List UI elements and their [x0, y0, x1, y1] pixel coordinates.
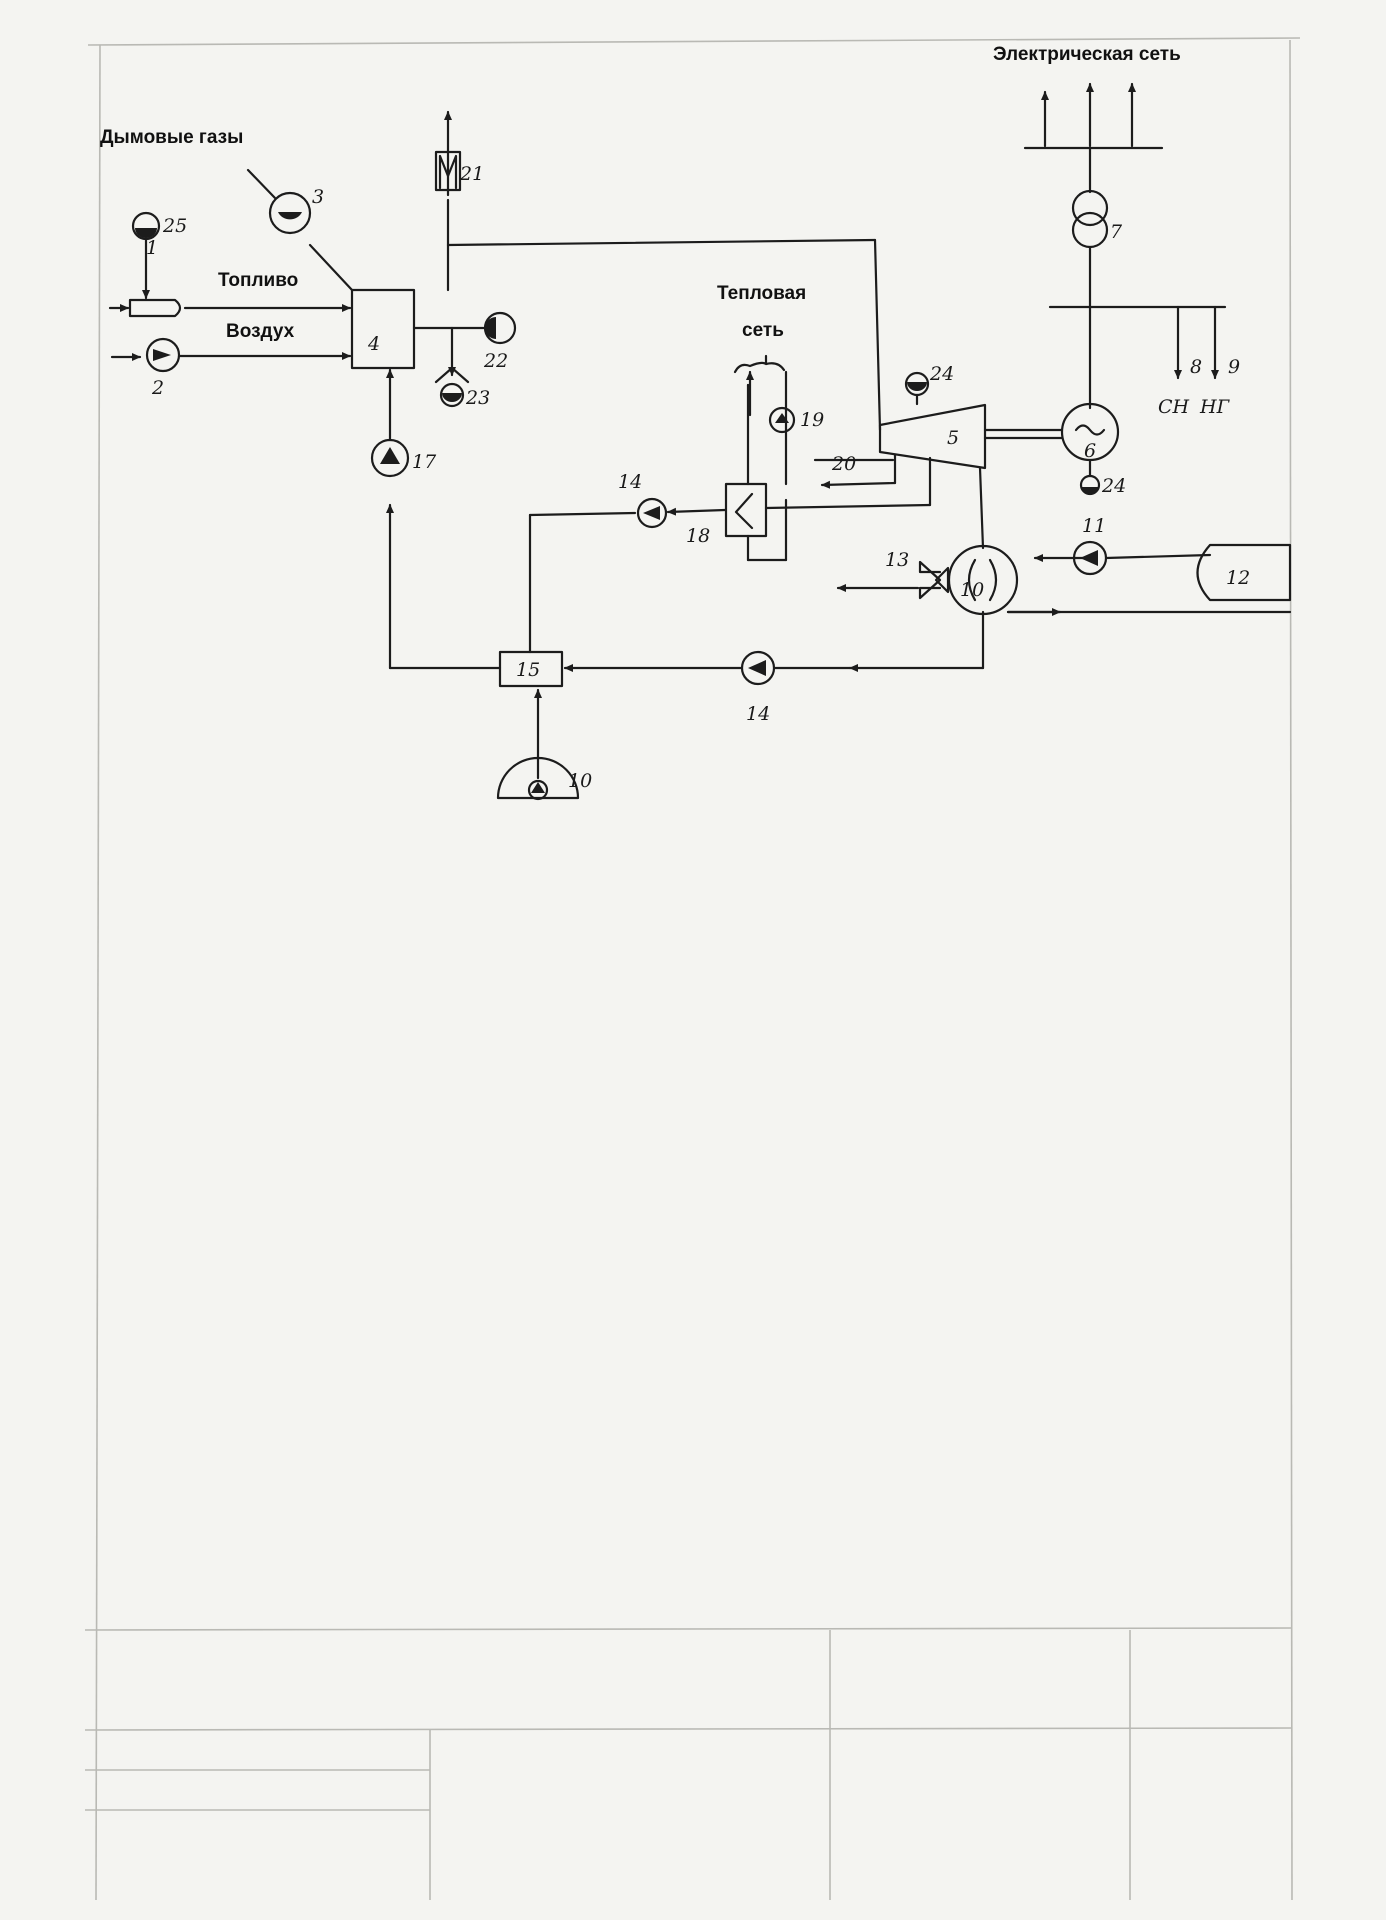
label-11: 11	[1082, 515, 1106, 537]
label-14-top: 14	[618, 471, 642, 493]
electric-grid-label: Электрическая сеть	[993, 44, 1181, 65]
steam-pipe	[444, 110, 882, 432]
label-15: 15	[516, 659, 540, 681]
heat-network-label-1: Тепловая	[717, 283, 807, 304]
makeup-water	[496, 688, 580, 801]
label-14-bottom: 14	[746, 703, 770, 725]
gauge-icon	[131, 211, 161, 241]
label-10-condenser: 10	[960, 579, 984, 601]
label-9: 9	[1228, 356, 1240, 378]
label-13: 13	[885, 549, 909, 571]
label-2: 2	[151, 377, 164, 399]
label-7: 7	[1110, 221, 1123, 243]
label-10-makeup: 10	[568, 770, 592, 792]
label-ng: НГ	[1199, 396, 1231, 418]
label-24-generator: 24	[1101, 475, 1126, 497]
label-22: 22	[483, 350, 508, 372]
label-17: 17	[412, 451, 437, 473]
label-5: 5	[947, 427, 959, 449]
heat-network-loop	[528, 354, 932, 654]
fuel-label: Топливо	[218, 270, 299, 291]
extraction-line	[813, 453, 897, 489]
electric-grid	[1023, 82, 1164, 194]
label-20: 20	[831, 453, 856, 475]
silencer-icon	[434, 150, 462, 192]
label-sn: СН	[1158, 396, 1190, 418]
boiler-aux	[412, 311, 517, 408]
label-8: 8	[1190, 356, 1202, 378]
air-label: Воздух	[226, 321, 295, 342]
label-18: 18	[686, 525, 710, 547]
page-frame	[84, 37, 1301, 1901]
label-23: 23	[465, 387, 490, 409]
label-12: 12	[1226, 567, 1250, 589]
label-6: 6	[1084, 440, 1096, 462]
label-1: 1	[146, 237, 158, 259]
label-19: 19	[800, 409, 824, 431]
air-line	[110, 337, 352, 373]
condenser-icon	[836, 466, 1019, 616]
busbar	[1048, 305, 1227, 410]
fuel-line	[108, 238, 352, 318]
label-21: 21	[459, 163, 484, 185]
condensate-line	[563, 610, 985, 686]
flue-gases-label: Дымовые газы	[100, 127, 244, 148]
label-25: 25	[162, 215, 187, 237]
label-24-turbine: 24	[929, 363, 954, 385]
flue-gas-line	[246, 168, 354, 292]
label-4: 4	[367, 333, 380, 355]
label-3: 3	[312, 186, 324, 208]
heat-network-label-2: сеть	[742, 320, 784, 341]
cooling-loop	[1006, 540, 1292, 616]
feed-line	[370, 368, 502, 670]
generator-icon	[1060, 402, 1120, 496]
turbine-icon	[878, 371, 987, 470]
transformer-icon	[1071, 189, 1109, 309]
